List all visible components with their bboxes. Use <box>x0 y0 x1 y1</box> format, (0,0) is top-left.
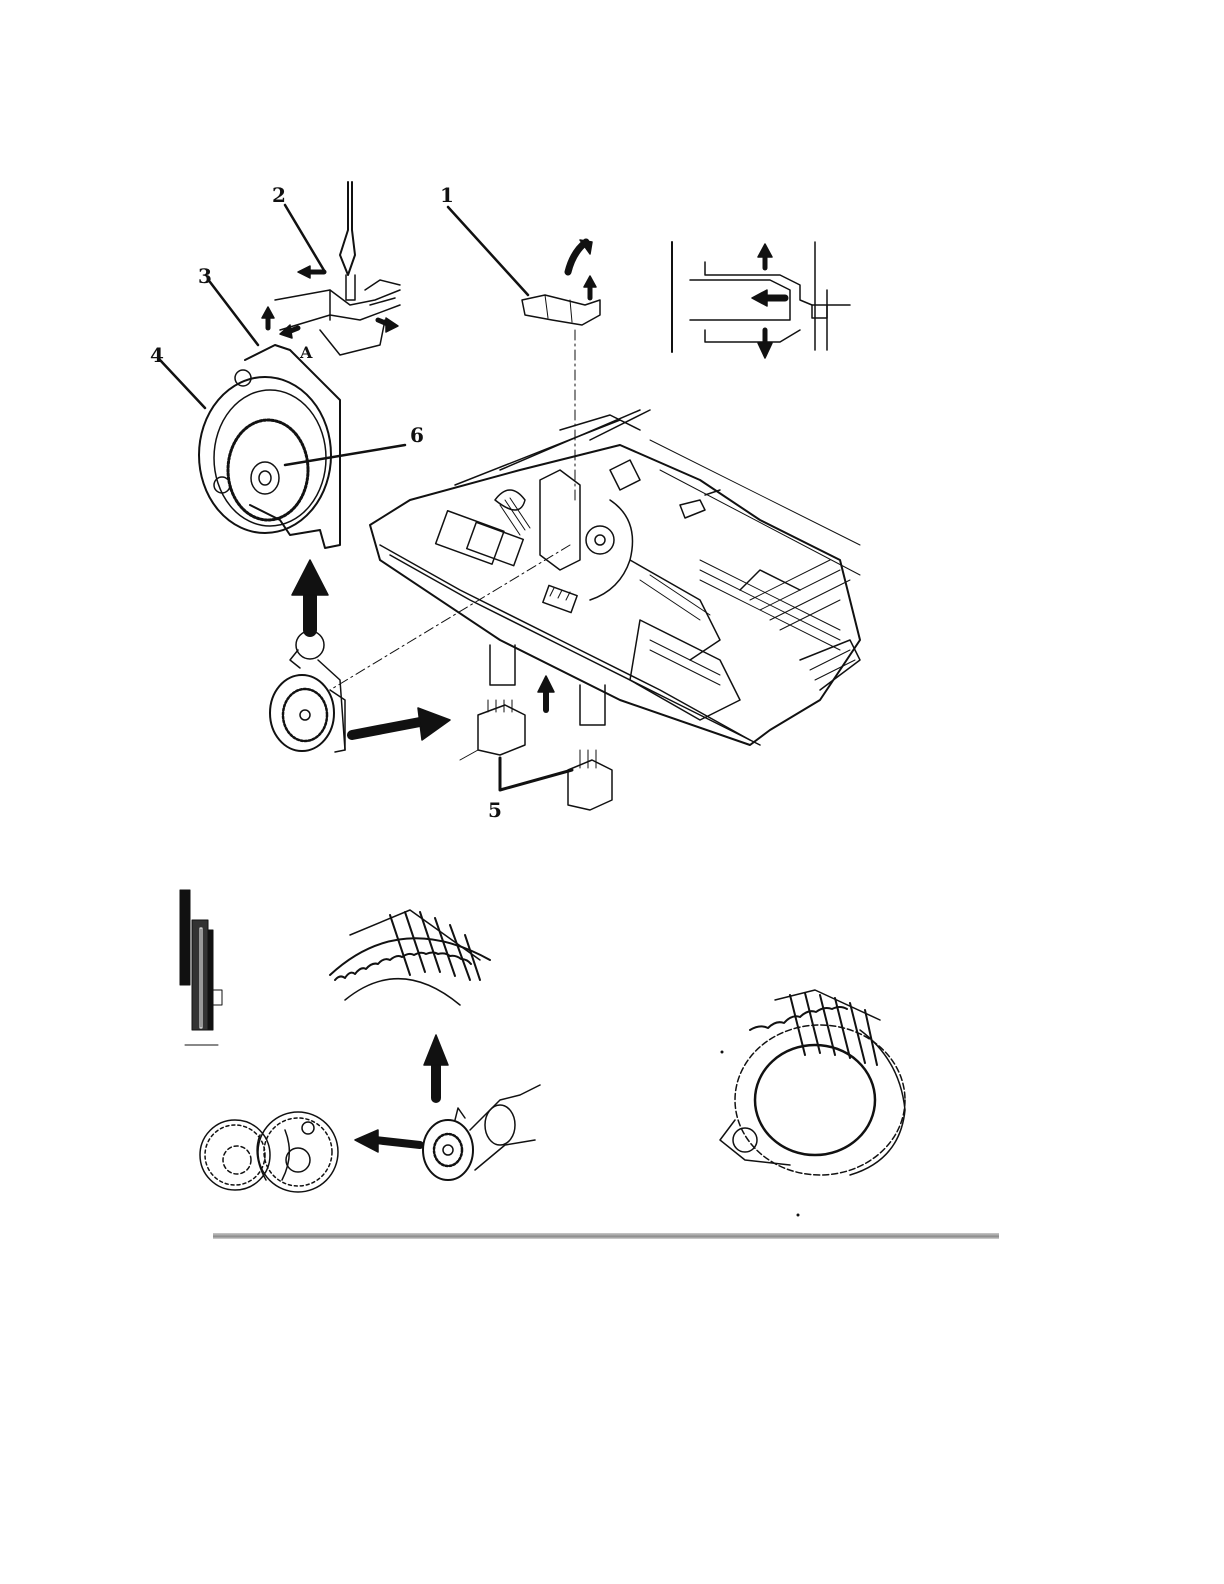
callout-1: 1 <box>440 183 454 207</box>
callout-3: 3 <box>198 264 212 288</box>
leader-line <box>330 545 570 690</box>
small-barcode-strip <box>180 890 222 1045</box>
callout-4: 4 <box>150 343 164 367</box>
bottom-arrows <box>355 1035 448 1152</box>
horizontal-rule <box>213 1233 999 1239</box>
detail-label-a: A <box>299 343 313 362</box>
printer-chassis <box>370 410 860 745</box>
gear-pair-diagram <box>200 1112 338 1192</box>
callout-5: 5 <box>488 798 502 822</box>
connectors <box>460 645 612 810</box>
gear-large <box>720 990 905 1175</box>
stray-mark <box>797 1214 800 1217</box>
callout-leaders <box>160 205 572 790</box>
motor-assembly <box>199 345 340 548</box>
stray-mark <box>721 1051 724 1054</box>
gear-segment <box>330 910 490 1005</box>
callout-6: 6 <box>410 423 424 447</box>
small-motor <box>270 631 345 752</box>
callout-2: 2 <box>272 183 286 207</box>
